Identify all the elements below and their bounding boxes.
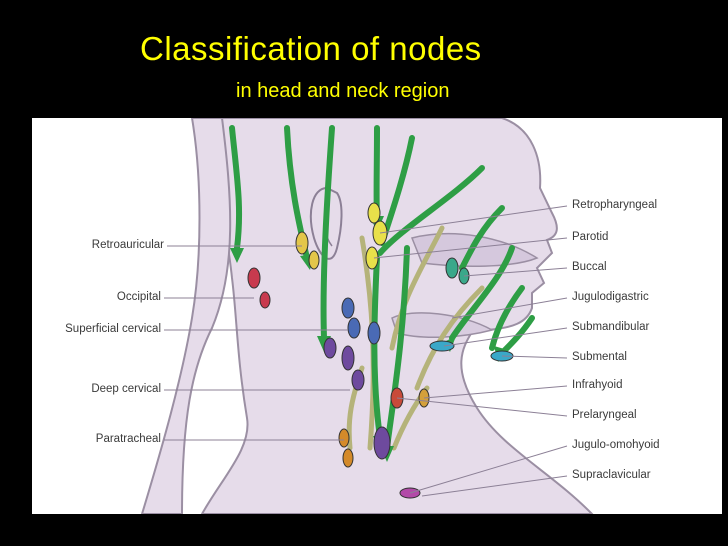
label-infrahyoid: Infrahyoid — [572, 379, 623, 391]
label-occipital: Occipital — [116, 291, 161, 303]
label-retroauricular: Retroauricular — [91, 239, 164, 251]
slide-subtitle: in head and neck region — [236, 80, 450, 102]
label-submandibular: Submandibular — [572, 321, 650, 333]
title-bar: Classification of nodes in head and neck… — [0, 0, 728, 112]
label-paratracheal: Paratracheal — [95, 433, 161, 445]
label-submental: Submental — [572, 351, 627, 363]
leader-lines — [164, 205, 568, 497]
label-superficial-cervical: Superficial cervical — [65, 323, 161, 335]
label-parotid: Parotid — [572, 231, 609, 243]
label-buccal: Buccal — [572, 261, 607, 273]
label-prelaryngeal: Prelaryngeal — [572, 409, 637, 421]
label-retropharyngeal: Retropharyngeal — [572, 199, 658, 211]
label-supraclavicular: Supraclavicular — [572, 469, 651, 481]
slide-title: Classification of nodes — [140, 30, 482, 67]
label-deep-cervical: Deep cervical — [91, 383, 161, 395]
label-jugulodigastric: Jugulodigastric — [572, 291, 649, 303]
head-neck-illustration — [32, 118, 722, 514]
label-jugulo-omohyoid: Jugulo-omohyoid — [572, 439, 660, 451]
lymph-node-diagram: Retroauricular Occipital Superficial cer… — [32, 118, 722, 514]
